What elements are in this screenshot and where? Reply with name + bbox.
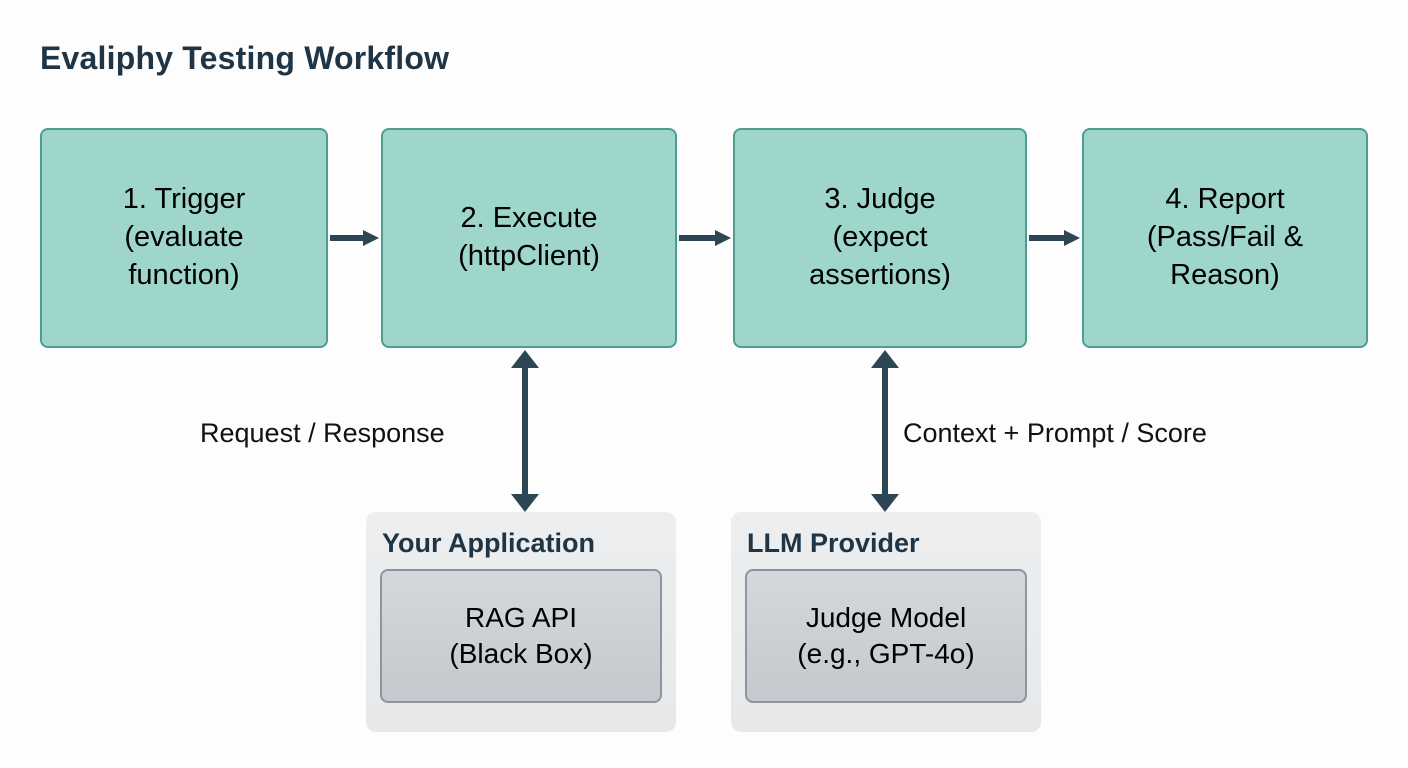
arrow-shaft — [522, 366, 528, 496]
arrow-head — [715, 230, 731, 246]
arrow-head — [1064, 230, 1080, 246]
system-inner-box-judge-model[interactable]: Judge Model (e.g., GPT-4o) — [745, 569, 1027, 703]
arrow-shaft — [330, 235, 364, 241]
edge-label-request-response: Request / Response — [200, 418, 445, 448]
stage-label-line2: (httpClient) — [458, 240, 600, 272]
edge-label-context-prompt-score: Context + Prompt / Score — [903, 418, 1207, 448]
arrow-right-icon-trigger-to-execute — [330, 230, 379, 246]
arrow-head-up — [871, 350, 899, 368]
system-inner-label: RAG API (Black Box) — [449, 600, 592, 672]
stage-box-execute[interactable]: 2. Execute (httpClient) — [381, 128, 677, 348]
system-box-llm-provider[interactable]: LLM Provider Judge Model (e.g., GPT-4o) — [731, 512, 1041, 732]
arrow-shaft — [1029, 235, 1065, 241]
arrow-head-up — [511, 350, 539, 368]
arrow-bidirectional-icon-execute-to-application — [511, 350, 539, 512]
stage-label-line2: (expect — [832, 221, 928, 254]
arrow-right-icon-execute-to-judge — [679, 230, 731, 246]
system-inner-label-line2: (e.g., GPT-4o) — [797, 638, 975, 669]
stage-label-line3: Reason) — [1170, 258, 1280, 291]
arrow-shaft — [882, 366, 888, 496]
stage-label-line1: 1. Trigger — [122, 183, 246, 216]
stage-label: 4. Report (Pass/Fail & Reason) — [1147, 181, 1303, 294]
system-inner-label-line1: Judge Model — [805, 602, 967, 634]
stage-box-report[interactable]: 4. Report (Pass/Fail & Reason) — [1082, 128, 1368, 348]
system-inner-box-rag-api[interactable]: RAG API (Black Box) — [380, 569, 662, 703]
arrow-head — [363, 230, 379, 246]
page-title: Evaliphy Testing Workflow — [40, 40, 450, 76]
arrow-head-down — [511, 494, 539, 512]
stage-label: 1. Trigger (evaluate function) — [123, 181, 246, 294]
stage-label-line1: 3. Judge — [824, 183, 936, 216]
arrow-right-icon-judge-to-report — [1029, 230, 1080, 246]
stage-box-trigger[interactable]: 1. Trigger (evaluate function) — [40, 128, 328, 348]
system-inner-label-line1: RAG API — [464, 602, 578, 634]
stage-label: 2. Execute (httpClient) — [458, 200, 600, 275]
arrow-shaft — [679, 235, 716, 241]
arrow-head-down — [871, 494, 899, 512]
stage-label-line3: assertions) — [809, 258, 951, 291]
system-inner-label-line2: (Black Box) — [449, 638, 593, 669]
system-title: Your Application — [382, 528, 595, 558]
stage-label-line1: 4. Report — [1165, 183, 1285, 216]
arrow-bidirectional-icon-judge-to-llm-provider — [871, 350, 899, 512]
system-box-your-application[interactable]: Your Application RAG API (Black Box) — [366, 512, 676, 732]
system-inner-label: Judge Model (e.g., GPT-4o) — [797, 600, 974, 672]
stage-label: 3. Judge (expect assertions) — [809, 181, 951, 294]
stage-label-line3: function) — [128, 258, 240, 291]
stage-box-judge[interactable]: 3. Judge (expect assertions) — [733, 128, 1027, 348]
stage-label-line2: (evaluate — [124, 221, 244, 254]
system-title: LLM Provider — [747, 528, 920, 558]
stage-label-line1: 2. Execute — [460, 202, 598, 235]
stage-label-line2: (Pass/Fail & — [1146, 221, 1304, 254]
